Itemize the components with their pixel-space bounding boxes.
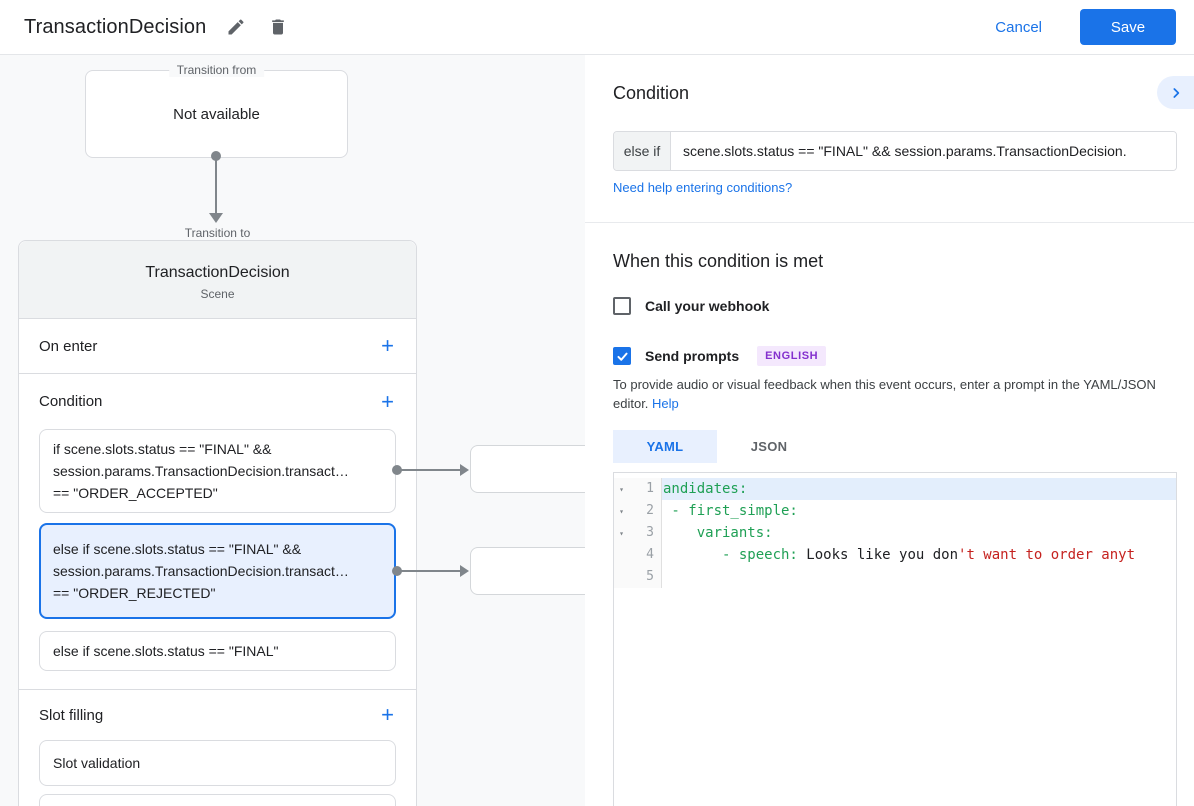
connector-line (400, 570, 461, 572)
send-prompts-label: Send prompts (645, 348, 740, 364)
edit-title-button[interactable] (224, 15, 248, 39)
condition-prefix-label: else if (614, 132, 671, 170)
send-prompts-option-row: Send prompts ENGLISH (613, 346, 827, 366)
editor-line[interactable]: 4 - speech: Looks like you don't want to… (614, 544, 1176, 566)
connector-dot (211, 151, 221, 161)
on-enter-row: On enter + (19, 319, 416, 374)
transition-target-box[interactable] (470, 445, 585, 493)
add-slot-button[interactable]: + (381, 702, 394, 727)
chevron-right-icon (1168, 85, 1184, 101)
transition-to-legend: Transition to (18, 226, 417, 240)
check-icon (616, 350, 629, 363)
webhook-label: Call your webhook (645, 298, 770, 314)
slot-filling-label: Slot filling (39, 706, 104, 724)
scene-diagram-pane: Transition from Not available Transition… (0, 55, 585, 806)
scene-type-label: Scene (200, 287, 235, 301)
scene-card: TransactionDecision Scene On enter + Con… (18, 240, 417, 806)
cancel-button[interactable]: Cancel (995, 18, 1042, 36)
clipped-card (39, 794, 396, 806)
hint-help-link[interactable]: Help (652, 396, 679, 411)
prompt-hint: To provide audio or visual feedback when… (613, 377, 1156, 411)
editor-line[interactable]: ▾ 3 variants: (614, 522, 1176, 544)
line-number: 1 (629, 478, 662, 500)
connector-line (215, 159, 217, 213)
transition-target-box[interactable] (470, 547, 585, 595)
condition-section: Condition + if scene.slots.status == "FI… (19, 374, 416, 690)
save-button[interactable]: Save (1080, 9, 1176, 45)
condition-heading: Condition (613, 83, 690, 103)
condition-section-label: Condition (39, 393, 103, 410)
collapse-panel-button[interactable] (1157, 76, 1194, 109)
editor-line[interactable]: 5 (614, 566, 1176, 588)
line-number: 2 (629, 500, 662, 522)
scene-card-header: TransactionDecision Scene (19, 241, 416, 319)
send-prompts-checkbox[interactable] (613, 347, 631, 365)
condition-card-accepted[interactable]: if scene.slots.status == "FINAL" && sess… (39, 429, 396, 513)
scene-name: TransactionDecision (145, 264, 290, 281)
condition-detail-panel: Condition else if Need help entering con… (585, 55, 1194, 806)
connector-dot (392, 465, 402, 475)
connector-dot (392, 566, 402, 576)
transition-from-box: Transition from Not available (85, 63, 348, 158)
yaml-editor[interactable]: ▾ 1 andidates: ▾ 2 - first_simple: ▾ 3 v… (613, 472, 1177, 806)
editor-line[interactable]: ▾ 2 - first_simple: (614, 500, 1176, 522)
pencil-icon (226, 17, 246, 37)
page-title: TransactionDecision (24, 15, 207, 38)
fold-spacer (614, 544, 629, 566)
condition-input[interactable] (671, 132, 1176, 170)
slot-validation-card[interactable]: Slot validation (39, 740, 396, 786)
fold-toggle-icon[interactable]: ▾ (614, 478, 629, 500)
line-number: 4 (629, 544, 662, 566)
tab-json[interactable]: JSON (750, 439, 788, 454)
slot-filling-section: Slot filling + Slot validation (19, 690, 416, 806)
line-number: 3 (629, 522, 662, 544)
arrow-down-icon (209, 213, 223, 223)
editor-line[interactable]: ▾ 1 andidates: (614, 478, 1176, 500)
top-bar: TransactionDecision Cancel Save (0, 0, 1194, 55)
fold-toggle-icon[interactable]: ▾ (614, 500, 629, 522)
on-enter-label: On enter (39, 337, 98, 355)
line-number: 5 (629, 566, 662, 588)
divider (585, 222, 1194, 223)
delete-scene-button[interactable] (266, 15, 290, 39)
trash-icon (268, 17, 288, 37)
when-condition-heading: When this condition is met (613, 251, 824, 271)
transition-from-value: Not available (173, 105, 260, 123)
fold-toggle-icon[interactable]: ▾ (614, 522, 629, 544)
add-on-enter-button[interactable]: + (381, 333, 394, 358)
arrow-right-icon (460, 565, 469, 577)
transition-from-legend: Transition from (168, 63, 265, 77)
language-badge: ENGLISH (757, 346, 827, 366)
condition-help-link[interactable]: Need help entering conditions? (613, 180, 793, 195)
condition-expression-row: else if (613, 131, 1177, 171)
webhook-option-row: Call your webhook (613, 297, 769, 315)
webhook-checkbox[interactable] (613, 297, 631, 315)
add-condition-button[interactable]: + (381, 388, 394, 414)
arrow-right-icon (460, 464, 469, 476)
editor-format-tabs: YAML JSON (613, 430, 821, 463)
tab-yaml[interactable]: YAML (613, 430, 717, 463)
fold-spacer (614, 566, 629, 588)
condition-card-rejected-selected[interactable]: else if scene.slots.status == "FINAL" &&… (39, 523, 396, 619)
condition-card-final[interactable]: else if scene.slots.status == "FINAL" (39, 631, 396, 671)
connector-line (400, 469, 461, 471)
